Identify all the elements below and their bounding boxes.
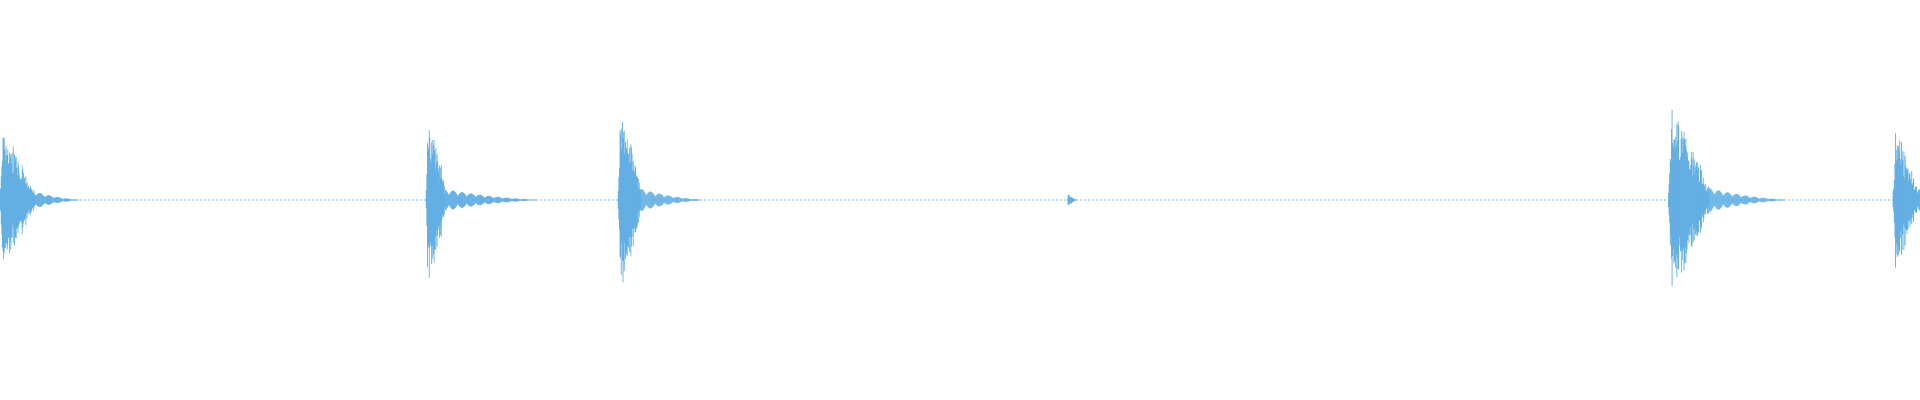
waveform-burst-5 bbox=[1668, 110, 1785, 287]
waveform-burst-4 bbox=[1067, 194, 1077, 206]
waveform-bursts bbox=[0, 110, 1920, 287]
waveform-burst-3 bbox=[617, 121, 700, 283]
waveform-burst-2 bbox=[425, 130, 536, 278]
waveform-burst-1 bbox=[0, 137, 80, 260]
waveform-burst-6 bbox=[1892, 133, 1920, 268]
